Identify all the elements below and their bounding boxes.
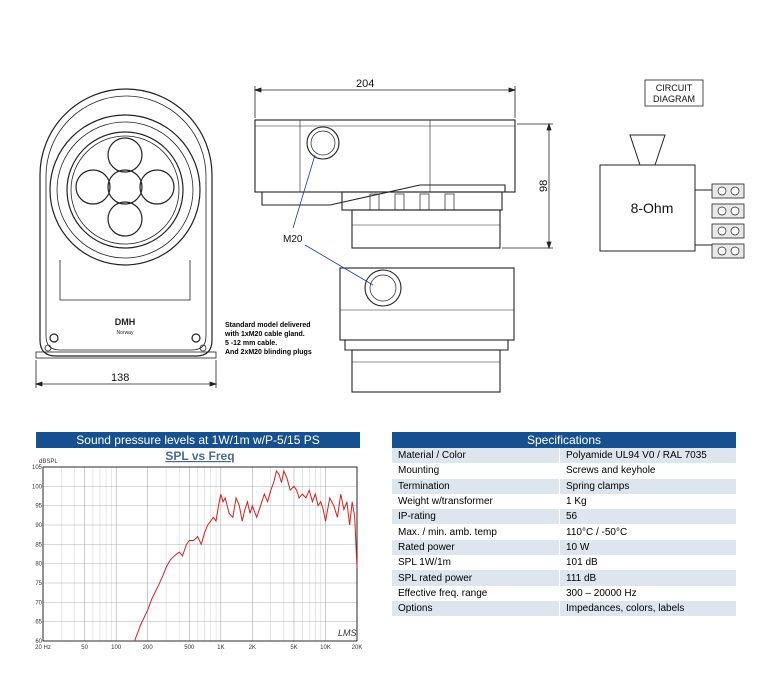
chart-title: SPL vs Freq	[165, 449, 234, 463]
x-tick-label: 200	[143, 645, 154, 651]
specifications-header: Specifications	[392, 432, 736, 448]
spl-series-line	[134, 469, 358, 642]
y-tick-label: 85	[35, 542, 42, 548]
spec-label: Effective freq. range	[392, 585, 560, 601]
circuit-diagram	[599, 79, 745, 259]
spec-label: Material / Color	[392, 448, 560, 464]
y-tick-label: 90	[35, 523, 42, 529]
circuit-impedance-label: 8-Ohm	[631, 200, 674, 216]
m20-leader-lines	[292, 154, 374, 286]
x-tick-label: 2K	[249, 645, 256, 651]
y-tick-label: 80	[35, 562, 42, 568]
x-tick-label: 1K	[217, 645, 224, 651]
spec-value: Impedances, colors, labels	[559, 600, 736, 617]
lms-watermark: LMS	[338, 628, 357, 638]
spl-chart: 60 65 70 75 80 85 90 95 100 105 20 Hz 50 100 200 500 1…	[32, 448, 366, 654]
spec-label: Termination	[392, 478, 560, 494]
spec-value: 1 Kg	[559, 493, 736, 510]
side-height-label: 98	[538, 180, 550, 192]
y-tick-label: 65	[35, 620, 42, 626]
gland-detail-drawing	[339, 267, 515, 393]
circuit-title-line2: DIAGRAM	[653, 94, 695, 104]
y-tick-labels: 60 65 70 75 80 85 90 95 100 105	[32, 465, 43, 645]
m20-label: M20	[283, 234, 303, 245]
plot-frame	[42, 466, 358, 642]
front-width-label: 138	[111, 372, 129, 384]
spec-value: Polyamide UL94 V0 / RAL 7035	[559, 448, 736, 464]
spec-label: Weight w/transformer	[392, 493, 560, 510]
installation-notes: Standard model delivered with 1xM20 cabl…	[225, 321, 385, 357]
y-unit-label: dBSPL	[39, 459, 58, 465]
y-tick-label: 105	[32, 465, 43, 471]
logo-sub-text: Norway	[117, 330, 134, 336]
note-line: with 1xM20 cable gland.	[225, 331, 305, 338]
spec-label: IP-rating	[392, 509, 560, 525]
side-width-dimension	[253, 86, 517, 118]
spec-label: Max. / min. amb. temp	[392, 524, 560, 540]
y-tick-label: 60	[35, 639, 42, 645]
x-tick-label: 20K	[352, 645, 363, 651]
x-tick-label: 500	[184, 645, 195, 651]
side-width-label: 204	[356, 78, 374, 90]
spec-label: Rated power	[392, 539, 560, 556]
spec-label: SPL 1W/1m	[392, 555, 560, 571]
spl-header: Sound pressure levels at 1W/1m w/P-5/15 …	[36, 432, 360, 448]
spec-value: Spring clamps	[559, 478, 736, 494]
front-width-dimension	[34, 360, 218, 388]
x-tick-labels: 20 Hz 50 100 200 500 1K 2K 5K 10K 20K	[35, 645, 362, 651]
spec-label: Mounting	[392, 463, 560, 479]
note-line: Standard model delivered	[225, 322, 311, 329]
spec-value: 101 dB	[559, 555, 736, 571]
technical-drawings: DMH Norway 138 204 98	[34, 78, 745, 393]
logo-brand-text: DMH	[115, 317, 136, 327]
note-line: 5 -12 mm cable.	[225, 340, 278, 347]
spec-value: 110°C / -50°C	[559, 524, 736, 540]
x-tick-label: 50	[81, 645, 88, 651]
y-tick-label: 100	[32, 484, 43, 490]
circuit-title-line1: CIRCUIT	[656, 83, 693, 93]
x-tick-label: 10K	[320, 645, 331, 651]
y-tick-label: 70	[35, 600, 42, 606]
x-tick-label: 5K	[290, 645, 297, 651]
y-tick-label: 75	[35, 581, 42, 587]
spec-value: 56	[559, 509, 736, 525]
front-view-drawing	[35, 88, 217, 359]
spec-value: Screws and keyhole	[559, 463, 736, 479]
spec-value: 111 dB	[559, 570, 736, 586]
side-view-drawing	[254, 119, 516, 249]
spec-label: Options	[392, 600, 560, 617]
spec-label: SPL rated power	[392, 570, 560, 586]
spec-value: 300 – 20000 Hz	[559, 585, 736, 601]
spec-value: 10 W	[559, 539, 736, 556]
x-tick-label: 100	[111, 645, 122, 651]
note-line: And 2xM20 blinding plugs	[225, 349, 312, 356]
y-tick-label: 95	[35, 504, 42, 510]
x-tick-label: 20 Hz	[35, 645, 51, 651]
side-height-dimension	[502, 122, 553, 250]
